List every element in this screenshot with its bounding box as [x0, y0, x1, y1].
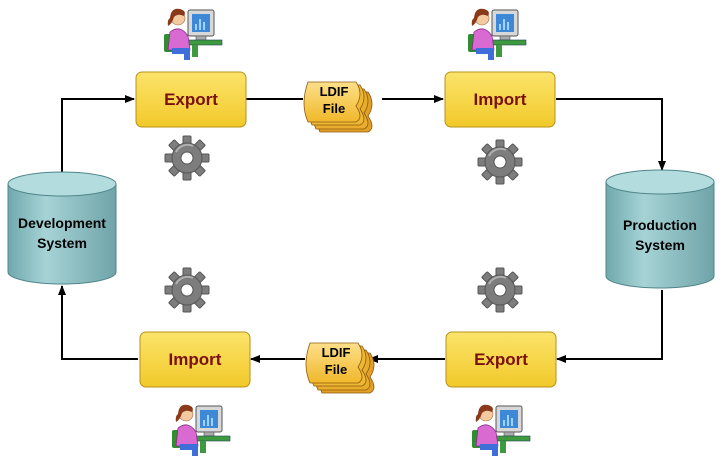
database-development: Development System	[7, 171, 117, 285]
ldif-file-bottom-label-line1: LDIF	[322, 345, 351, 360]
step-bottom-export-label: Export	[474, 350, 528, 369]
database-production-label-line2: System	[635, 237, 685, 253]
arrow-import-to-dev	[58, 285, 138, 360]
arrow-import-to-prod	[556, 98, 666, 171]
database-development-label-line2: System	[37, 235, 87, 251]
gear-icon	[164, 267, 210, 313]
database-production: Production System	[605, 169, 715, 289]
step-top-import-label: Import	[474, 90, 527, 109]
step-bottom-export: Export	[445, 331, 557, 388]
database-development-label-line1: Development	[18, 215, 106, 231]
gear-icon	[477, 139, 523, 185]
connectors	[58, 95, 666, 363]
ldif-file-top-label-line2: File	[323, 101, 345, 116]
step-bottom-import-label: Import	[169, 350, 222, 369]
ldif-file-bottom: LDIF File	[305, 342, 375, 394]
person-at-computer-icon	[171, 404, 231, 457]
database-production-label-line1: Production	[623, 217, 697, 233]
ldif-file-bottom-label-line2: File	[325, 362, 347, 377]
gear-icon	[477, 267, 523, 313]
step-top-export: Export	[135, 71, 247, 128]
person-at-computer-icon	[467, 8, 527, 61]
ldif-file-top: LDIF File	[303, 81, 373, 133]
step-top-import: Import	[444, 71, 556, 128]
gear-icon	[164, 135, 210, 181]
ldif-file-top-label-line1: LDIF	[320, 84, 349, 99]
person-at-computer-icon	[163, 8, 223, 61]
person-at-computer-icon	[471, 404, 531, 457]
arrow-dev-to-export	[61, 95, 135, 172]
step-bottom-import: Import	[139, 331, 251, 388]
arrow-prod-to-export	[556, 290, 663, 363]
step-top-export-label: Export	[164, 90, 218, 109]
